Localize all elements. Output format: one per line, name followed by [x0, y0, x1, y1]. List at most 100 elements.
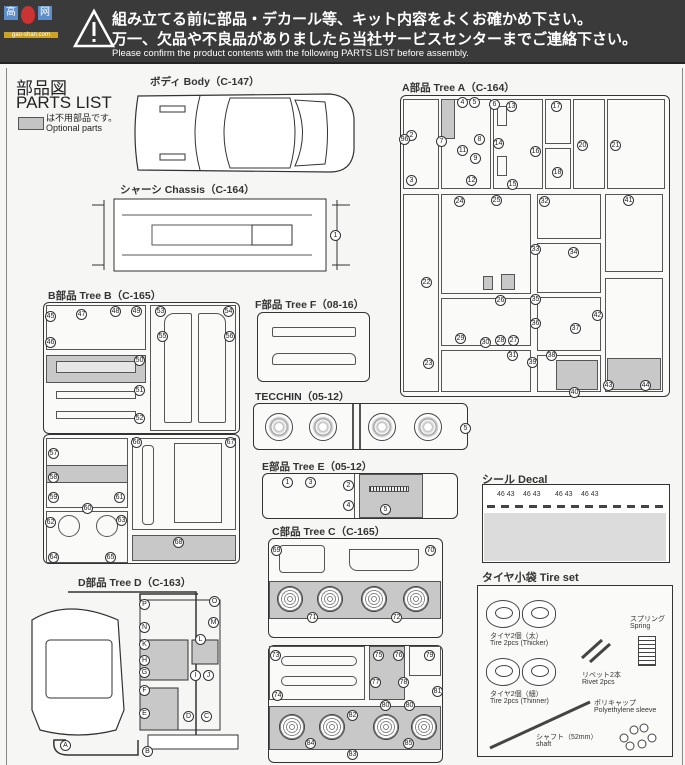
part-number-60: 60 — [82, 503, 93, 514]
part-number-48: 48 — [110, 306, 121, 317]
poly-cap-icon — [619, 723, 657, 751]
part-sketch — [497, 156, 507, 176]
optional-label-jp: は不用部品です。 — [46, 113, 118, 123]
tire-thin-jp: タイヤ2個（細） — [490, 691, 543, 698]
part-sketch — [281, 656, 357, 666]
part-letter-c: C — [201, 711, 212, 722]
tree-d-runner — [31, 591, 239, 756]
tree-a-cell — [573, 99, 605, 189]
tecchin-label: TECCHIN（05-12） — [255, 391, 350, 403]
logo-right-glyph: 网 — [38, 6, 52, 20]
warning-jp-line2: 万一、欠品や不良品がありましたら当社サービスセンターまでご連絡下さい。 — [112, 31, 638, 48]
wheel-disc — [414, 413, 442, 441]
part-number-e3: 3 — [305, 477, 316, 488]
part-number-80: 80 — [404, 700, 415, 711]
wheel-disc — [309, 413, 337, 441]
part-number-25: 25 — [491, 195, 502, 206]
wheel-sketch — [411, 714, 437, 740]
tree-b-optional — [132, 535, 236, 561]
part-number-71: 71 — [307, 612, 318, 623]
tree-a-optional — [556, 360, 598, 390]
part-number-43: 43 — [603, 380, 614, 391]
part-number-15: 15 — [507, 179, 518, 190]
tree-b-cell — [46, 305, 146, 350]
part-number-12: 12 — [466, 175, 477, 186]
part-number-58: 58 — [48, 472, 59, 483]
part-number-59: 59 — [48, 492, 59, 503]
chassis-diagram — [92, 198, 350, 272]
part-letter-e: E — [139, 708, 150, 719]
part-number-29: 29 — [455, 333, 466, 344]
divider — [352, 404, 354, 449]
part-number-45: 45 — [45, 311, 56, 322]
part-number-79: 79 — [424, 650, 435, 661]
part-number-13: 13 — [506, 101, 517, 112]
spring-icon — [638, 636, 656, 666]
part-number-37: 37 — [570, 323, 581, 334]
divider — [359, 404, 361, 449]
tree-a-optional — [501, 274, 515, 290]
part-letter-n: N — [139, 622, 150, 633]
part-sketch — [56, 411, 136, 419]
part-number-62: 62 — [45, 517, 56, 528]
wheel-disc — [368, 413, 396, 441]
part-number-74: 74 — [272, 690, 283, 701]
part-number-28: 28 — [495, 335, 506, 346]
optional-swatch — [18, 117, 44, 130]
part-number-96: 96 — [399, 134, 410, 145]
part-number-39: 39 — [527, 357, 538, 368]
tire-set-frame: タイヤ2個（太） Tire 2pcs (Thicker) タイヤ2個（細） Ti… — [477, 585, 673, 757]
tree-a-optional — [483, 276, 493, 290]
wheel-sketch — [319, 714, 345, 740]
tree-b-upper-frame — [43, 302, 240, 434]
body-label: ボディ Body（C-147） — [150, 76, 260, 88]
part-letter-d: D — [183, 711, 194, 722]
part-sketch — [198, 313, 226, 423]
part-letter-p: P — [139, 599, 150, 610]
part-sketch — [174, 443, 222, 523]
parts-list-title-jp: 部品図 — [16, 79, 67, 98]
part-letter-o: O — [209, 596, 220, 607]
spring-jp: スプリング — [630, 616, 665, 623]
part-number-78: 78 — [398, 677, 409, 688]
tree-a-cell — [441, 194, 531, 294]
tree-a-optional — [441, 99, 455, 139]
part-number-75: 75 — [373, 650, 384, 661]
part-letter-f: F — [139, 685, 150, 696]
spoiler-sketch — [272, 353, 356, 365]
part-number-4: 4 — [457, 97, 468, 108]
wheel-sketch — [361, 586, 387, 612]
part-number-55: 55 — [157, 331, 168, 342]
tree-d-label: D部品 Tree D（C-163） — [78, 577, 192, 589]
part-number-21: 21 — [610, 140, 621, 151]
logo-mascot-icon — [21, 6, 35, 24]
poly-cap-en: Polyethylene sleeve — [594, 707, 657, 714]
parts-list-title-en: PARTS LIST — [16, 93, 112, 112]
part-number-50: 50 — [134, 355, 145, 366]
part-sketch — [349, 549, 419, 571]
steering-wheel-sketch — [58, 515, 80, 537]
part-number-82-label: 80 — [380, 700, 391, 711]
part-letter-g: G — [139, 667, 150, 678]
part-number-49: 49 — [131, 306, 142, 317]
tree-c-upper-frame — [268, 538, 443, 638]
part-number-40: 40 — [569, 387, 580, 398]
tree-c-lower-frame — [268, 645, 443, 763]
tree-a-cell — [403, 194, 439, 392]
tree-a-cell — [605, 194, 663, 272]
part-number-84: 84 — [305, 738, 316, 749]
part-number-14: 14 — [493, 138, 504, 149]
tree-a-cell — [537, 243, 601, 293]
part-number-68: 68 — [173, 537, 184, 548]
logo-url: gao-shan.com — [4, 32, 58, 38]
tree-e-optional — [359, 474, 423, 518]
part-letter-h: H — [139, 655, 150, 666]
warning-jp-line1: 組み立てる前に部品・デカール等、キット内容をよくお確かめ下さい。 — [112, 11, 593, 28]
part-sketch — [142, 445, 154, 525]
part-number-18: 18 — [552, 167, 563, 178]
part-sketch — [56, 361, 136, 373]
tire-thin — [486, 658, 520, 686]
part-number-64: 64 — [48, 552, 59, 563]
part-number-70: 70 — [425, 545, 436, 556]
tree-f-frame — [257, 312, 370, 382]
